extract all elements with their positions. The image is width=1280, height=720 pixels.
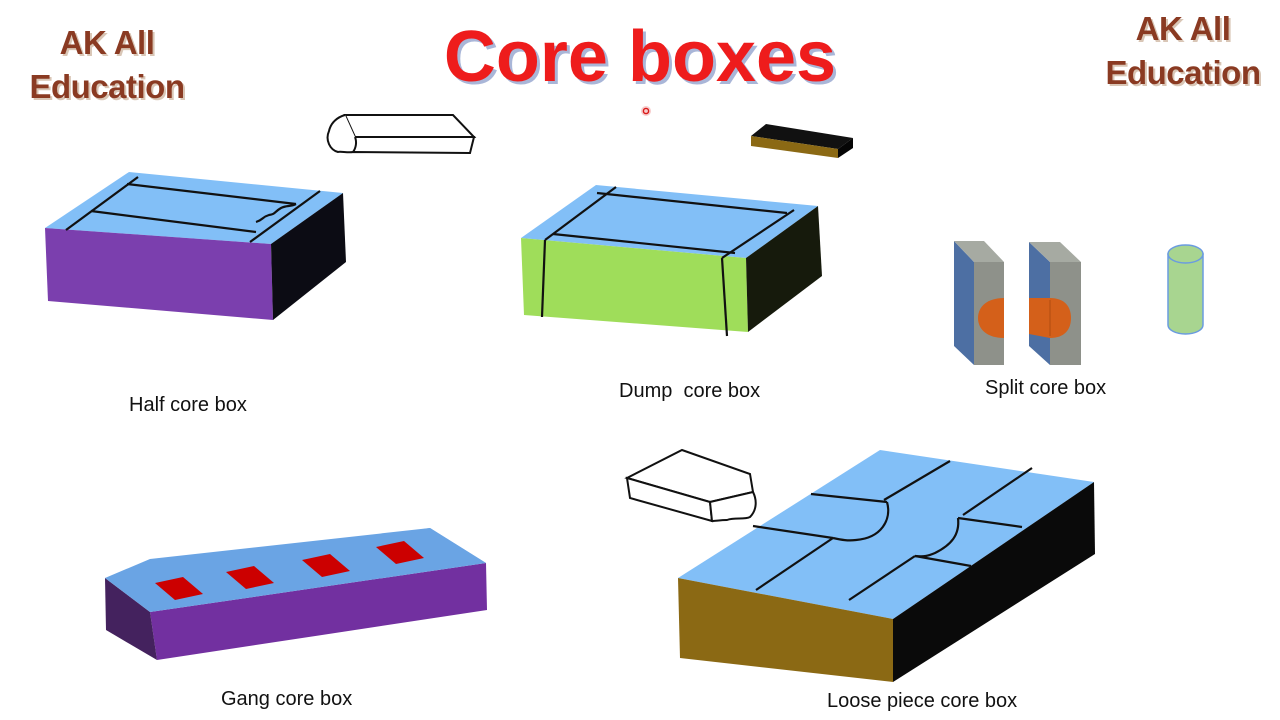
watermark-line2: Education	[29, 68, 185, 105]
half-core-box-front	[45, 228, 273, 320]
watermark-line2: Education	[1105, 54, 1261, 91]
gang-core-box-front	[150, 563, 487, 660]
core-sketch-bottom	[624, 448, 757, 523]
loose-piece-core-box-diagram	[678, 450, 1095, 682]
core-bar	[751, 124, 853, 158]
dump-core-box-lines	[540, 186, 795, 337]
split-core-box-left-half	[954, 241, 1004, 365]
caption-half-core-box: Half core box	[129, 394, 247, 416]
page-title: Core boxes	[443, 17, 837, 97]
caption-gang-core-box: Gang core box	[221, 688, 353, 710]
loose-piece-core-box-top	[678, 450, 1094, 619]
dump-core-box-diagram	[521, 185, 822, 337]
gang-core-box-side	[105, 578, 157, 660]
gang-core-box-diagram	[105, 528, 487, 660]
watermark-line1: AK All	[1135, 10, 1231, 47]
watermark-line1: AK All	[59, 24, 155, 61]
caption-split-core-box: Split core box	[985, 377, 1107, 399]
half-core-box-lines	[65, 176, 321, 243]
dump-core-box-side	[746, 206, 822, 332]
gang-core-prints	[155, 541, 424, 600]
caption-loose-piece-core-box: Loose piece core box	[827, 690, 1018, 712]
watermark-right: AK All Education	[1098, 7, 1268, 95]
caption-dump-core-box: Dump core box	[619, 380, 761, 402]
half-core-box-side	[271, 193, 346, 320]
loose-piece-core-box-lines	[752, 460, 1033, 601]
split-core-box-diagram	[954, 241, 1081, 365]
pointer-dot	[641, 106, 651, 116]
cylindrical-core	[1167, 244, 1204, 335]
loose-piece-core-box-front	[678, 578, 893, 682]
dump-core-box-front	[521, 238, 748, 332]
split-core-box-right-half	[1029, 242, 1081, 365]
half-core-box-diagram	[45, 172, 346, 320]
loose-piece-core-box-side	[893, 482, 1095, 682]
watermark-left: AK All Education	[22, 21, 192, 109]
core-sketch-top	[326, 114, 477, 155]
